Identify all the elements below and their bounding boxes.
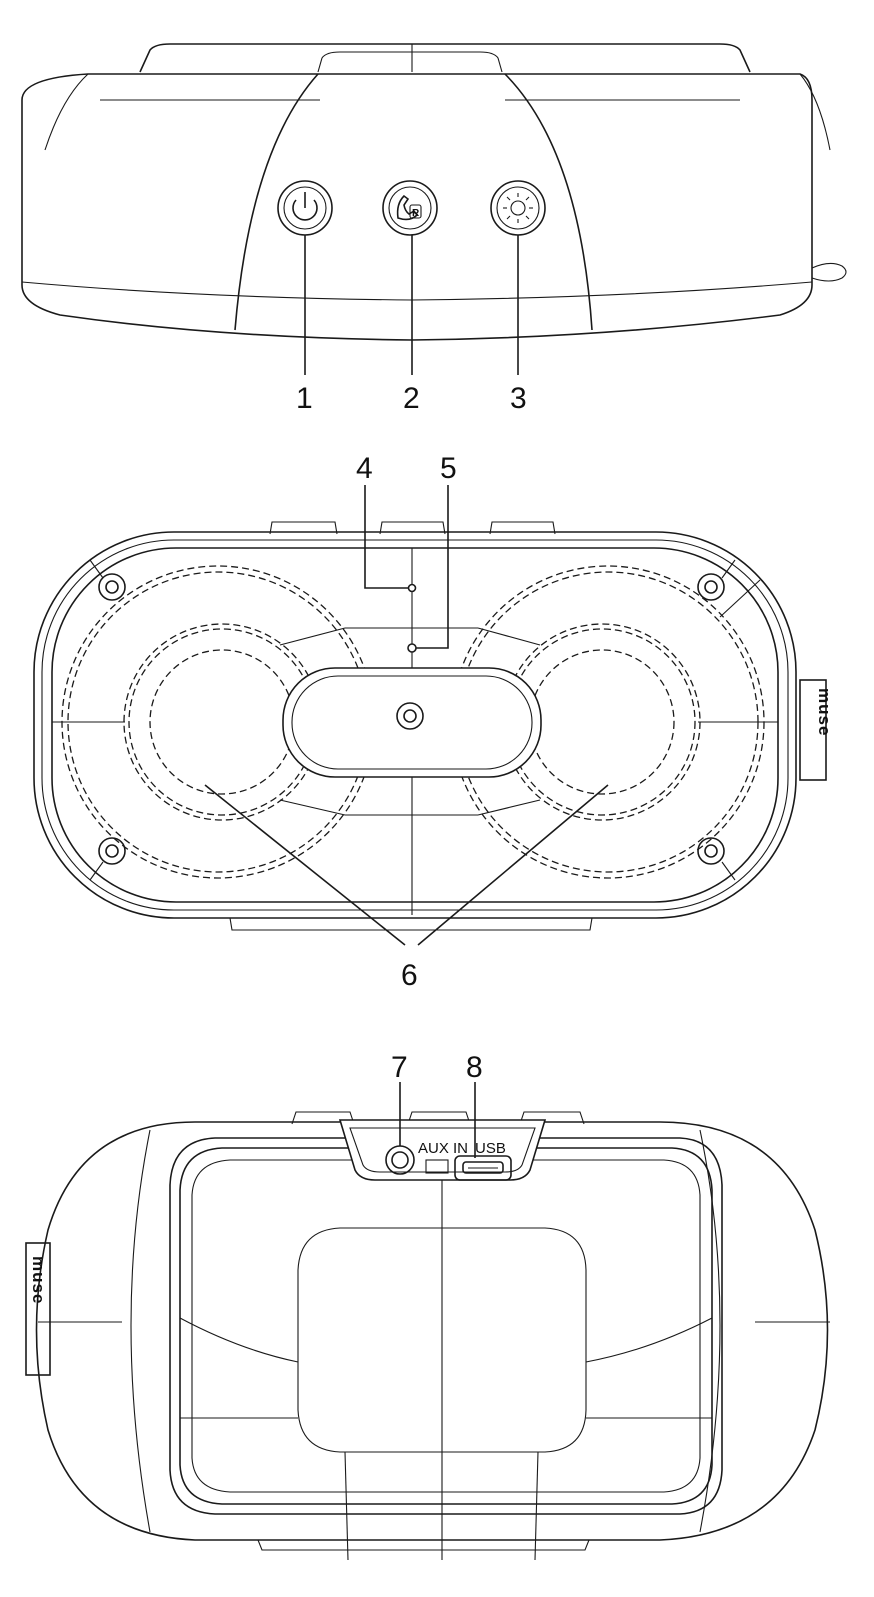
power-button[interactable]: [278, 181, 332, 235]
middle-view: muse: [34, 452, 834, 992]
callout-8: 8: [466, 1051, 483, 1084]
callout-4: 4: [356, 452, 373, 485]
bottom-view: muse AUX IN USB: [26, 1051, 830, 1560]
usb-label: USB: [475, 1140, 506, 1157]
indicator-5-point: [408, 644, 416, 652]
indicator-4-point: [409, 585, 416, 592]
screw-top-right: [698, 574, 724, 600]
callout-3: 3: [510, 382, 527, 415]
callout-1: 1: [296, 382, 313, 415]
brand-logo-text: muse: [815, 688, 834, 736]
brand-logo-text-back: muse: [29, 1256, 48, 1304]
light-button[interactable]: [491, 181, 545, 235]
aux-in-label: AUX IN: [418, 1140, 468, 1157]
callout-7: 7: [391, 1051, 408, 1084]
top-view: R 1 2 3: [22, 44, 846, 415]
screw-bottom-left: [99, 838, 125, 864]
screw-bottom-right: [698, 838, 724, 864]
center-handle: [283, 668, 541, 777]
brand-tag-right: muse: [800, 680, 834, 780]
phone-redial-button[interactable]: R: [383, 181, 437, 235]
callout-2: 2: [403, 382, 420, 415]
svg-text:R: R: [412, 208, 420, 219]
callout-6: 6: [401, 959, 418, 992]
callout-5: 5: [440, 452, 457, 485]
